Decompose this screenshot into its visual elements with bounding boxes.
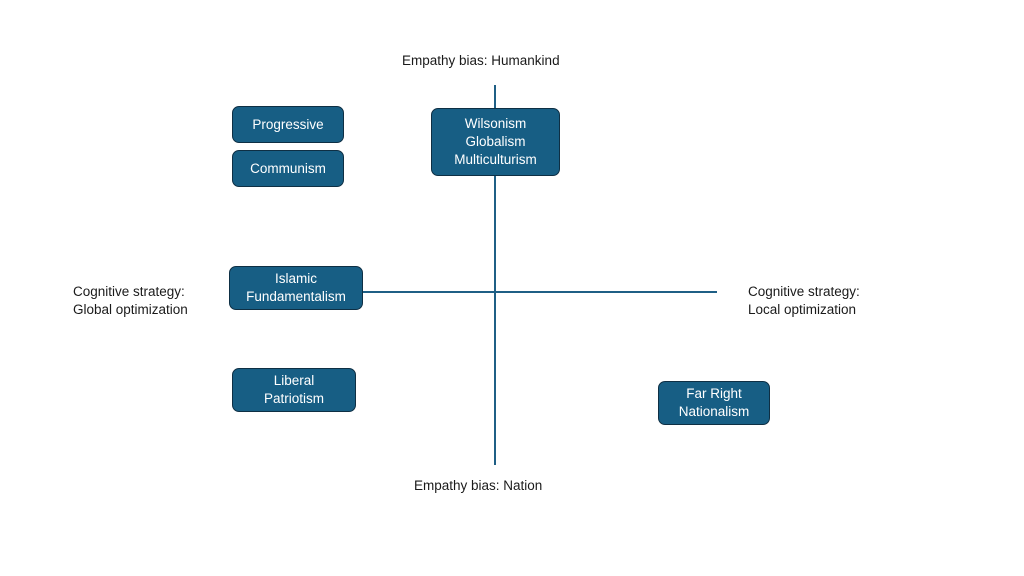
node-progressive-text: Progressive [252,116,324,132]
axis-label-left: Cognitive strategy: Global optimization [73,283,188,319]
axis-label-top: Empathy bias: Humankind [402,52,560,70]
axis-label-top-text: Empathy bias: Humankind [402,53,560,68]
node-far-right-nationalism: Far Right Nationalism [658,381,770,425]
node-far-right-line-1: Far Right [686,386,742,401]
axis-label-bottom-text: Empathy bias: Nation [414,478,543,493]
axis-label-right: Cognitive strategy: Local optimization [748,283,860,319]
node-progressive: Progressive [232,106,344,143]
node-wilsonism-line-1: Wilsonism [464,116,527,131]
node-wilsonism-line-2: Globalism [465,134,526,149]
axis-label-right-line-2: Local optimization [748,302,857,317]
node-communism: Communism [232,150,344,187]
node-communism-text: Communism [250,160,326,176]
axis-label-left-line-1: Cognitive strategy: [73,284,185,299]
node-islamic-fundamentalism: Islamic Fundamentalism [229,266,363,310]
node-wilsonism: Wilsonism Globalism Multiculturism [431,108,560,176]
horizontal-axis [362,291,717,293]
node-far-right-line-2: Nationalism [678,404,750,419]
axis-label-right-line-1: Cognitive strategy: [748,284,860,299]
node-islamic-line-2: Fundamentalism [246,289,346,304]
node-liberal-line-1: Liberal [273,373,315,388]
node-liberal-patriotism: Liberal Patriotism [232,368,356,412]
node-wilsonism-line-3: Multiculturism [454,152,537,167]
vertical-axis [494,85,496,465]
node-liberal-line-2: Patriotism [263,391,324,406]
axis-label-left-line-2: Global optimization [73,302,188,317]
node-islamic-line-1: Islamic [274,271,317,286]
axis-label-bottom: Empathy bias: Nation [414,477,542,495]
